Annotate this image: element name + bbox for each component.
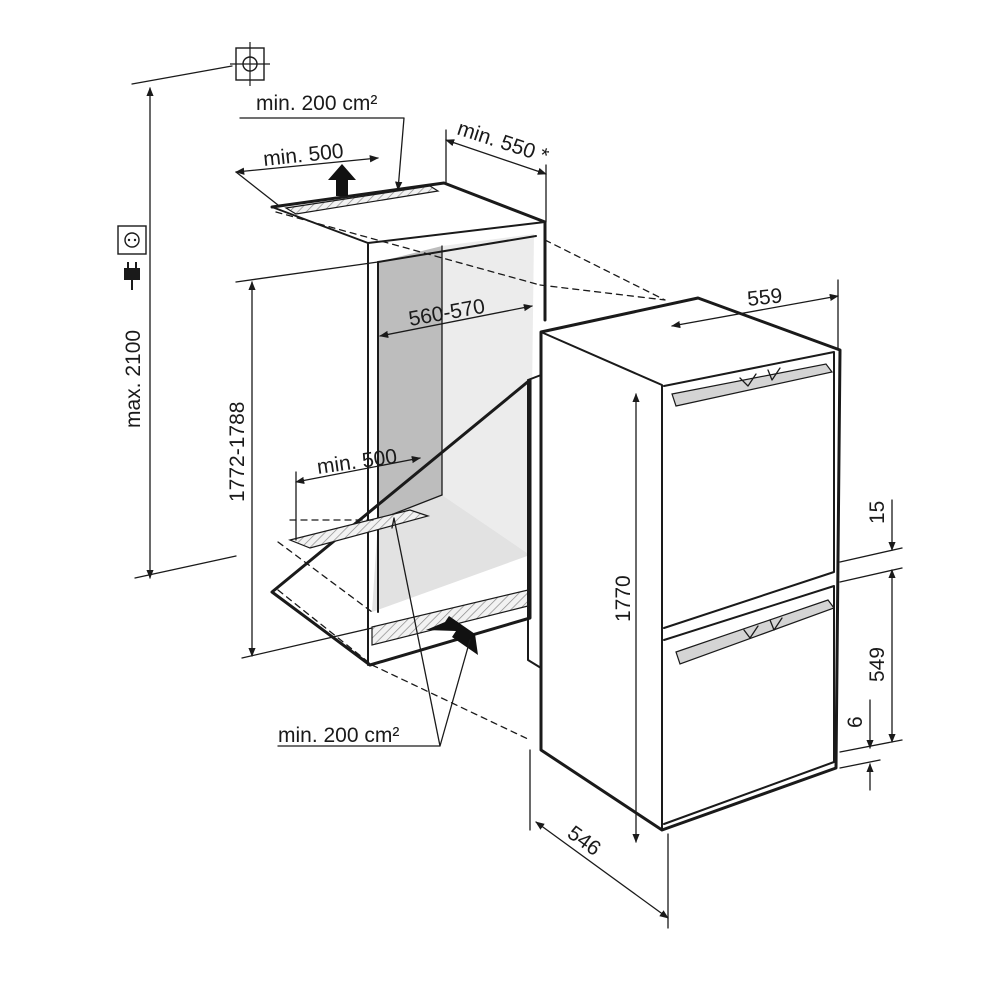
lower-handle-detail [743, 617, 783, 639]
dim-max-height-ext [134, 555, 237, 579]
upper-door-handle [671, 363, 834, 407]
dim-appliance-depth [535, 821, 669, 919]
lower-door [663, 585, 835, 825]
dim-gap-ext-2 [839, 567, 903, 583]
label-cabinet-depth: min. 550 * [454, 117, 551, 168]
label-max-height: max. 2100 [122, 330, 145, 428]
label-appliance-width: 559 [746, 284, 783, 311]
ceiling-mount-icon [230, 42, 270, 86]
appliance [527, 296, 842, 832]
dim-gap-bottom-ext [839, 759, 881, 769]
top-vent-strip [284, 185, 440, 215]
dim-appliance-width [671, 293, 839, 329]
air-in-arrow [426, 616, 478, 655]
lower-door-handle [675, 599, 835, 665]
dim-niche-height-ext-top [235, 261, 379, 283]
label-vent-bottom-area: min. 200 cm² [278, 724, 399, 747]
dim-cabinet-depth [445, 139, 547, 175]
dim-bottom-depth [295, 455, 421, 485]
dim-niche-width [379, 304, 533, 338]
construction-lines [275, 211, 666, 741]
dim-door-ext-bottom [839, 739, 903, 753]
label-niche-height: 1772-1788 [226, 402, 249, 502]
label-gap-bottom: 6 [844, 716, 867, 728]
upper-handle-detail [739, 367, 781, 387]
label-top-depth: min. 500 [262, 140, 345, 171]
label-gap-top: 15 [866, 501, 889, 524]
vent-bottom-leader [277, 517, 471, 747]
dim-top-depth-ext [235, 171, 279, 206]
appliance-side-panel [527, 331, 663, 831]
label-appliance-depth: 546 [563, 821, 605, 860]
niche-top-edge [377, 235, 537, 263]
dim-top-depth [235, 155, 379, 175]
vent-top-leader [239, 117, 405, 191]
cabinet-outline [270, 181, 547, 667]
dimension-lines [131, 65, 903, 929]
label-appliance-height: 1770 [612, 575, 635, 622]
upper-door [663, 351, 835, 629]
power-socket-icon [117, 225, 147, 255]
dim-gap-ext-1 [839, 547, 903, 563]
air-out-arrow [328, 164, 356, 196]
label-vent-top-area: min. 200 cm² [256, 92, 377, 115]
label-door-height: 549 [866, 647, 889, 682]
dim-niche-height-ext-bottom [241, 627, 373, 659]
cabinet-front-frame [271, 206, 546, 666]
ceiling-line [131, 65, 233, 85]
niche-floor [372, 495, 530, 612]
power-plug-icon [124, 262, 140, 290]
